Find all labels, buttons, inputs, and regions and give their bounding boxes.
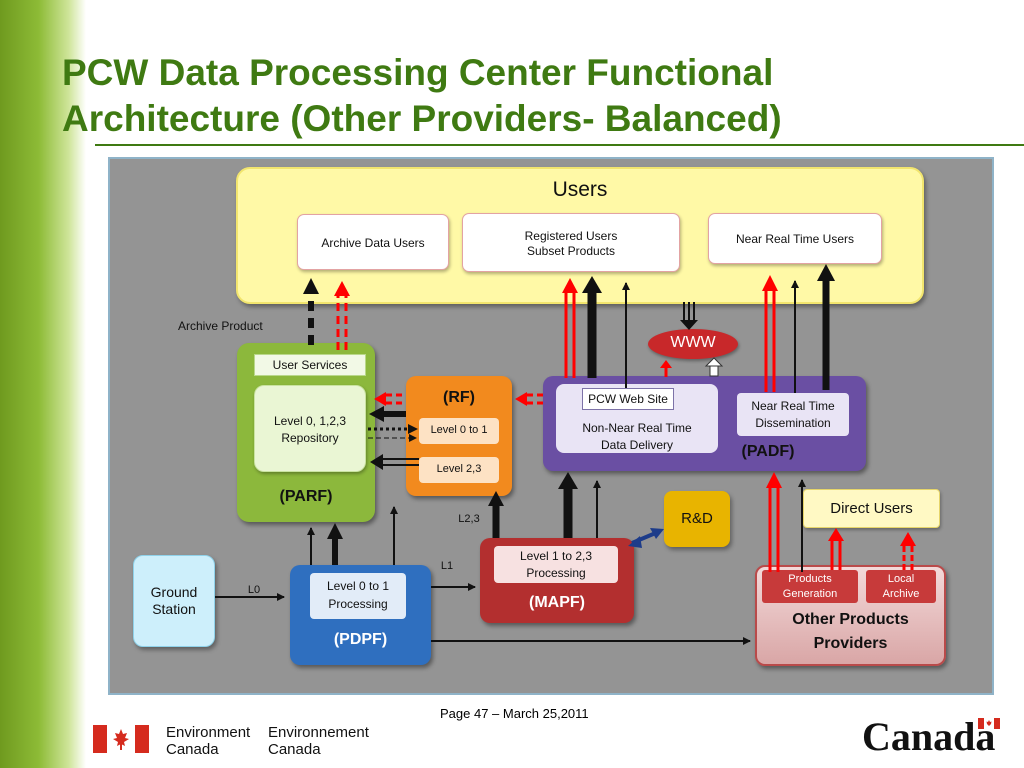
rf-level23-label: Level 2,3	[436, 463, 482, 475]
repository-box	[254, 385, 366, 472]
env-canada-en-1: Environment	[166, 724, 251, 741]
mapf-processing-label-1: Level 1 to 2,3	[519, 549, 593, 563]
parf-title: (PARF)	[279, 488, 333, 505]
archive-product-label: Archive Product	[178, 319, 263, 333]
title-underline	[95, 144, 1024, 146]
local-archive-label-2: Archive	[882, 588, 920, 600]
registered-users-label-1: Registered Users	[524, 229, 618, 243]
archive-data-users-box	[297, 214, 449, 270]
pdpf-processing-label-1: Level 0 to 1	[326, 579, 390, 593]
pdpf-processing-label-2: Processing	[328, 597, 388, 611]
registered-users-box	[462, 213, 680, 272]
rf-level01-label: Level 0 to 1	[430, 424, 488, 436]
ground-station-label-1: Ground	[150, 584, 198, 600]
nnrt-label-2: Data Delivery	[600, 438, 674, 452]
repository-label-2: Repository	[281, 431, 339, 445]
rd-label: R&D	[681, 510, 713, 527]
env-canada-fr-2: Canada	[268, 741, 321, 758]
archive-data-users-label: Archive Data Users	[321, 236, 425, 250]
canada-wordmark-flag-icon	[978, 718, 1000, 729]
products-generation-box	[762, 570, 858, 603]
label-l1: L1	[440, 560, 454, 572]
page-footer: Page 47 – March 25,2011	[440, 706, 589, 721]
canada-wordmark: Canadä	[862, 714, 996, 759]
repository-label-1: Level 0, 1,2,3	[273, 414, 347, 428]
products-generation-label-1: Products	[788, 573, 832, 585]
nrt-dissemination-label-2: Dissemination	[755, 416, 831, 430]
rd-box	[664, 491, 730, 547]
near-real-time-users-box	[708, 213, 882, 264]
left-accent-bar	[0, 0, 86, 768]
rf-level23-box	[419, 457, 499, 483]
direct-users-label: Direct Users	[830, 500, 913, 517]
users-title: Users	[552, 178, 608, 201]
nrt-dissemination-label-1: Near Real Time	[751, 399, 835, 413]
near-real-time-users-label: Near Real Time Users	[735, 232, 855, 246]
pdpf-processing-box	[310, 573, 406, 619]
other-providers-title-1: Other Products	[792, 611, 909, 628]
label-l23: L2,3	[458, 513, 480, 525]
nnrt-label-1: Non-Near Real Time	[582, 421, 692, 435]
registered-users-label-2: Subset Products	[526, 244, 616, 258]
ground-station-box	[133, 555, 215, 647]
rf-level01-box	[419, 418, 499, 444]
slide-title: PCW Data Processing Center Functional Ar…	[62, 52, 782, 139]
env-canada-en-2: Canada	[166, 741, 219, 758]
rf-title: (RF)	[443, 389, 475, 406]
padf-title: (PADF)	[741, 443, 795, 460]
ground-station-label-2: Station	[152, 601, 196, 617]
mapf-processing-box	[494, 546, 618, 583]
mapf-title: (MAPF)	[529, 594, 585, 611]
other-providers-title-2: Providers	[813, 635, 888, 652]
user-services-box	[254, 354, 366, 376]
pcw-web-site-box	[582, 388, 674, 410]
mapf-processing-label-2: Processing	[526, 566, 586, 580]
pcw-web-site-label: PCW Web Site	[588, 392, 668, 406]
local-archive-label-1: Local	[887, 573, 915, 585]
direct-users-box	[803, 489, 940, 528]
www-label: WWW	[670, 334, 716, 351]
nrt-dissemination-box	[737, 393, 849, 436]
local-archive-box	[866, 570, 936, 603]
canada-flag-icon	[93, 725, 149, 753]
env-canada-fr-1: Environnement	[268, 724, 369, 741]
user-services-label: User Services	[272, 358, 348, 372]
pdpf-title: (PDPF)	[333, 631, 388, 648]
label-l0: L0	[247, 584, 261, 596]
www-ellipse	[648, 329, 738, 359]
products-generation-label-2: Generation	[782, 588, 838, 600]
